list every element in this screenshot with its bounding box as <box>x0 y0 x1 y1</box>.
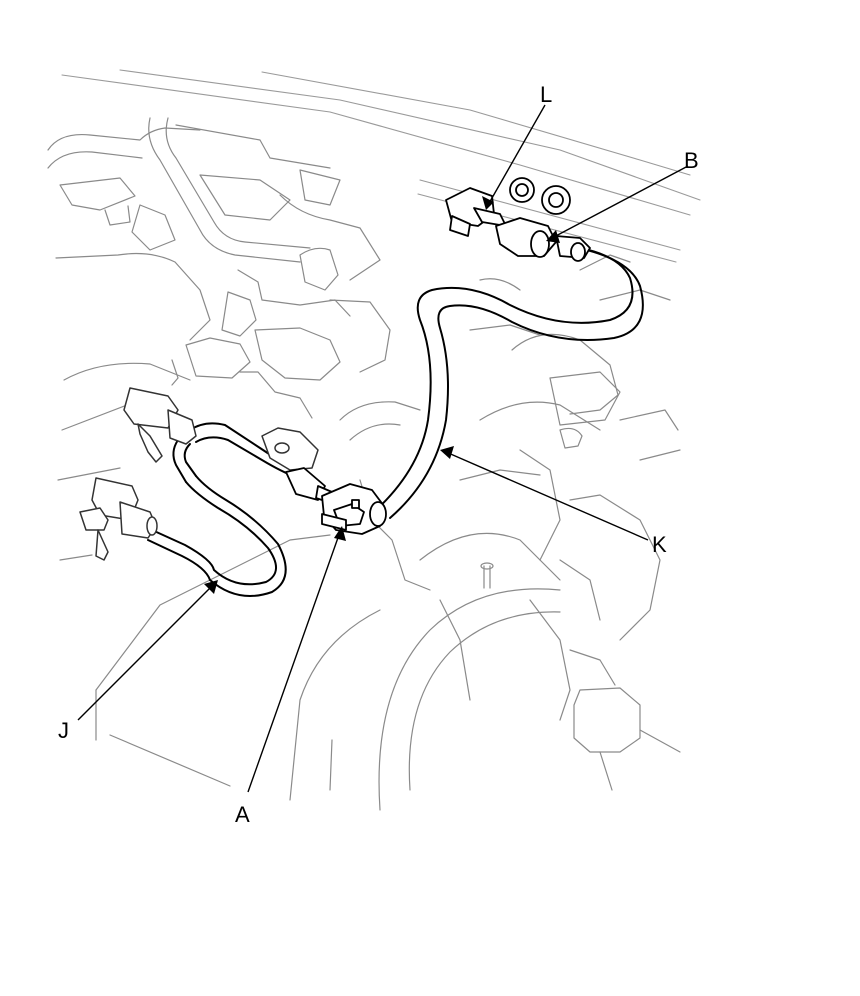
callout-labels: L B K J A <box>58 82 699 827</box>
arrowhead-a <box>334 526 346 541</box>
arrowhead-k <box>440 446 454 459</box>
bolt-2 <box>541 185 571 215</box>
callout-a: A <box>235 802 250 827</box>
leader-k <box>445 451 649 541</box>
connector-b <box>495 217 591 262</box>
callout-j: J <box>58 718 69 743</box>
leader-j <box>77 583 215 721</box>
arrowhead-l <box>482 196 494 210</box>
connector-l <box>445 187 507 237</box>
arrowhead-j <box>204 580 218 594</box>
leader-l <box>487 104 546 206</box>
leader-lines <box>77 104 689 793</box>
engine-background <box>47 69 701 811</box>
fuel-injector-lower <box>79 477 158 561</box>
leader-b <box>551 165 689 239</box>
hose-j <box>147 439 287 597</box>
callout-l: L <box>540 82 552 107</box>
bolt-1 <box>509 177 535 203</box>
hose-k <box>373 243 644 519</box>
arrowhead-b <box>546 230 560 243</box>
leader-a <box>247 531 341 793</box>
fuel-injector-upper <box>123 387 197 463</box>
callout-k: K <box>652 532 667 557</box>
callout-b: B <box>684 148 699 173</box>
connector-a <box>261 427 387 535</box>
